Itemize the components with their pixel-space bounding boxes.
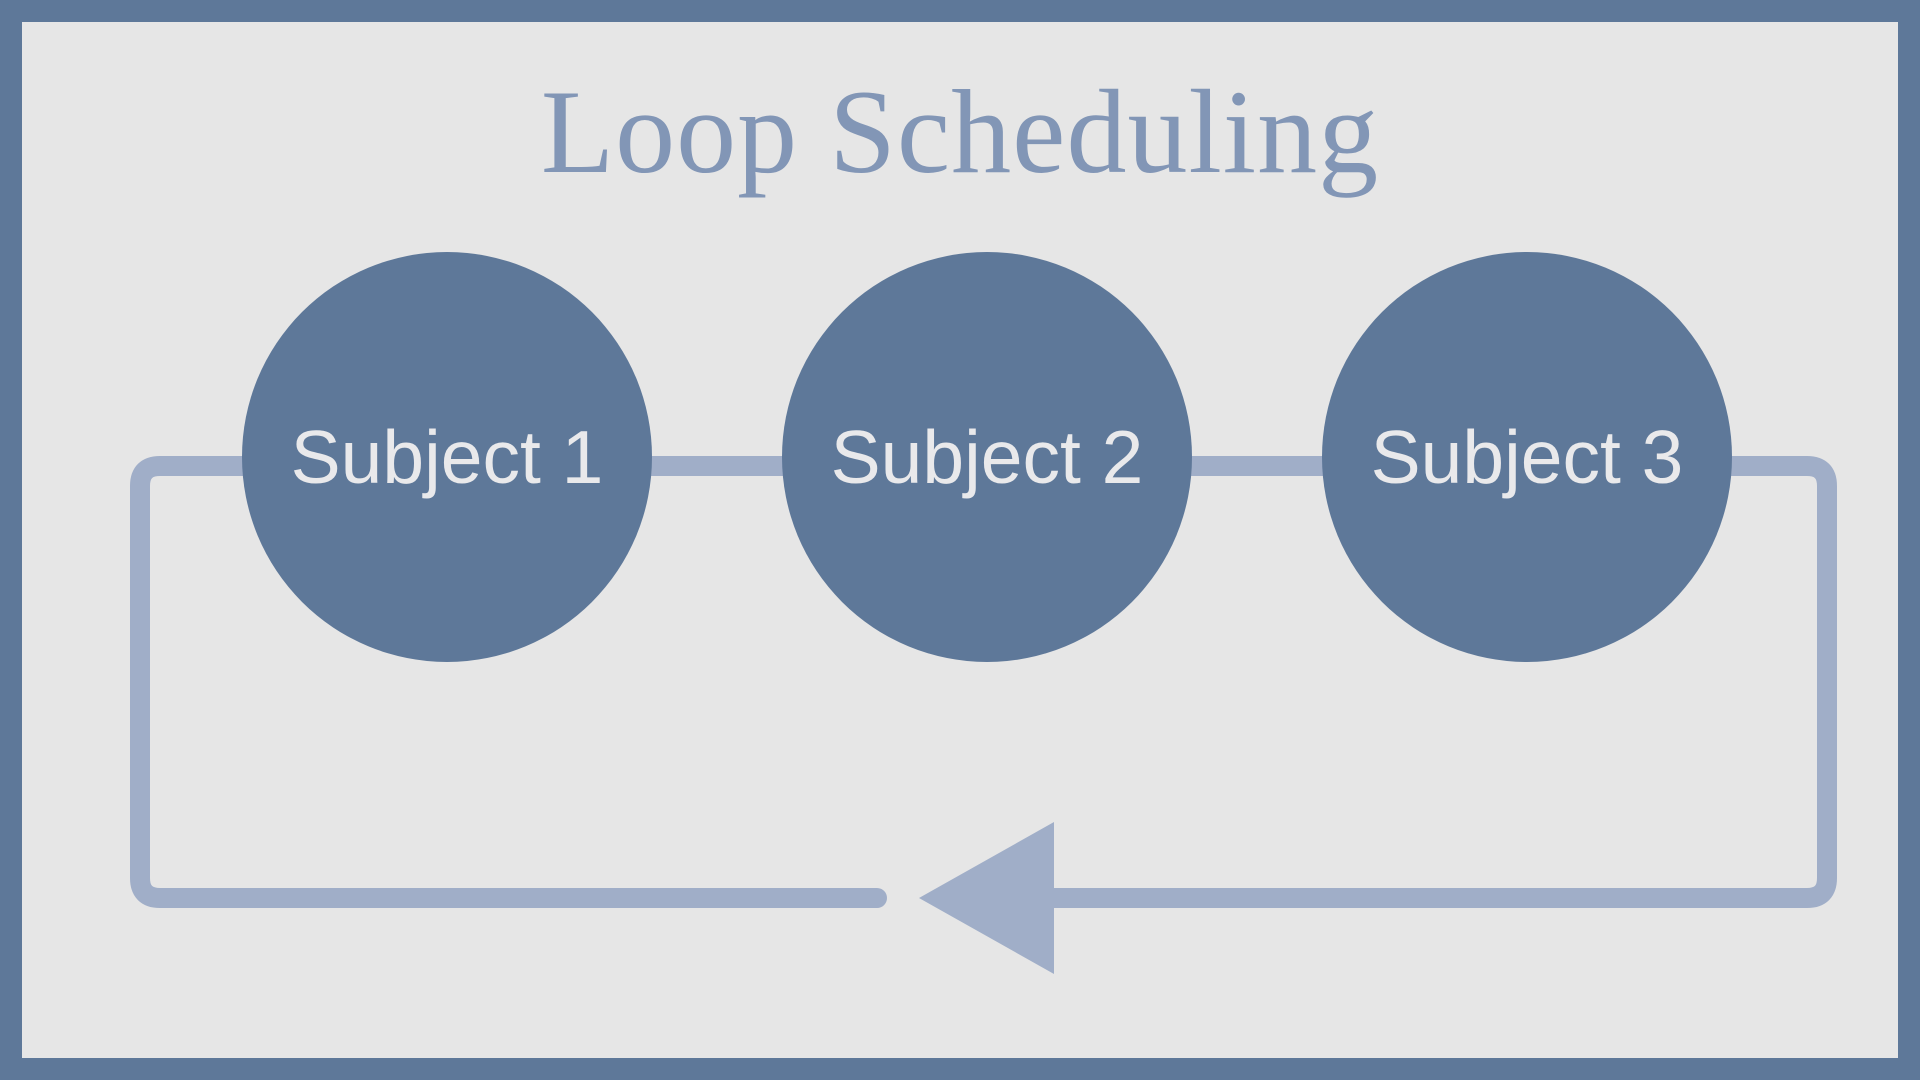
node-subject-2-label: Subject 2	[830, 415, 1144, 499]
arrow-left-icon	[919, 822, 1054, 974]
node-subject-3: Subject 3	[1322, 252, 1732, 662]
node-subject-1-label: Subject 1	[290, 415, 604, 499]
node-subject-2: Subject 2	[782, 252, 1192, 662]
node-subject-1: Subject 1	[242, 252, 652, 662]
node-subject-3-label: Subject 3	[1370, 415, 1684, 499]
diagram-title: Loop Scheduling	[540, 65, 1380, 198]
